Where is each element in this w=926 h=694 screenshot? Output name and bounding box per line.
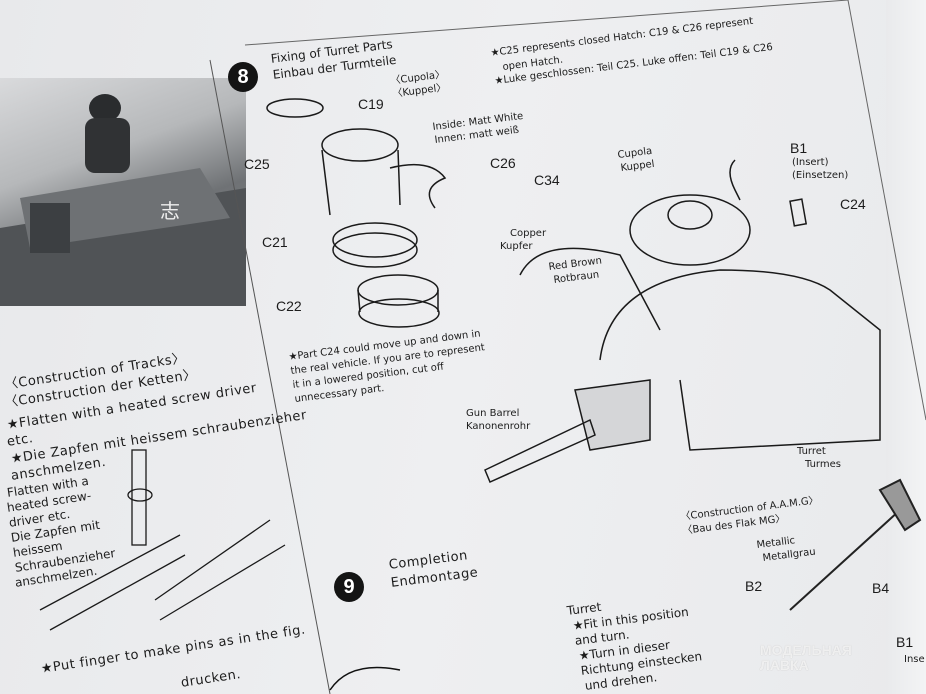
part-c34: C34 — [534, 172, 560, 188]
part-b1: B1 — [790, 140, 808, 156]
part-b4: B4 — [872, 580, 890, 596]
part-b1-mg: B1 — [896, 634, 914, 650]
tank-photo: 志 — [0, 78, 246, 306]
part-c21: C21 — [262, 234, 288, 250]
insert-en: (Insert) — [792, 157, 829, 168]
turret-en: Turret — [797, 446, 826, 457]
gun-barrel-de: Kanonenrohr — [466, 421, 531, 432]
watermark-line-2: ЛАВКА — [760, 657, 809, 674]
step-9-badge: 9 — [334, 572, 364, 602]
part-c19: C19 — [358, 96, 384, 112]
part-b2: B2 — [745, 578, 763, 594]
column-divider — [209, 59, 331, 694]
watermark-line-1: МОДЕЛЬНАЯ — [760, 642, 852, 658]
part-c26: C26 — [490, 155, 516, 171]
track-drawing — [39, 449, 286, 631]
box-right-line — [847, 0, 926, 421]
turret-de: Turmes — [805, 459, 841, 470]
insert-de: (Einsetzen) — [792, 170, 849, 181]
page-edge — [886, 0, 926, 694]
part-c25: C25 — [244, 156, 270, 172]
step-8-badge: 8 — [228, 62, 258, 92]
watermark-logo: МОДЕЛЬНАЯ ЛАВКА — [760, 642, 852, 674]
part-c24: C24 — [840, 196, 866, 212]
cupola-exploded-drawing — [266, 98, 447, 328]
gun-barrel-en: Gun Barrel — [466, 408, 520, 419]
b1-insert-partial: Inse — [904, 654, 925, 665]
copper-de: Kupfer — [500, 241, 533, 252]
copper-en: Copper — [510, 228, 547, 239]
aamg-drawing — [789, 478, 922, 611]
turret-drawing — [484, 159, 881, 483]
box-top-line — [244, 0, 849, 46]
finger-drawing — [329, 666, 401, 691]
turret-marking: 志 — [160, 199, 180, 223]
part-c22: C22 — [276, 298, 302, 314]
